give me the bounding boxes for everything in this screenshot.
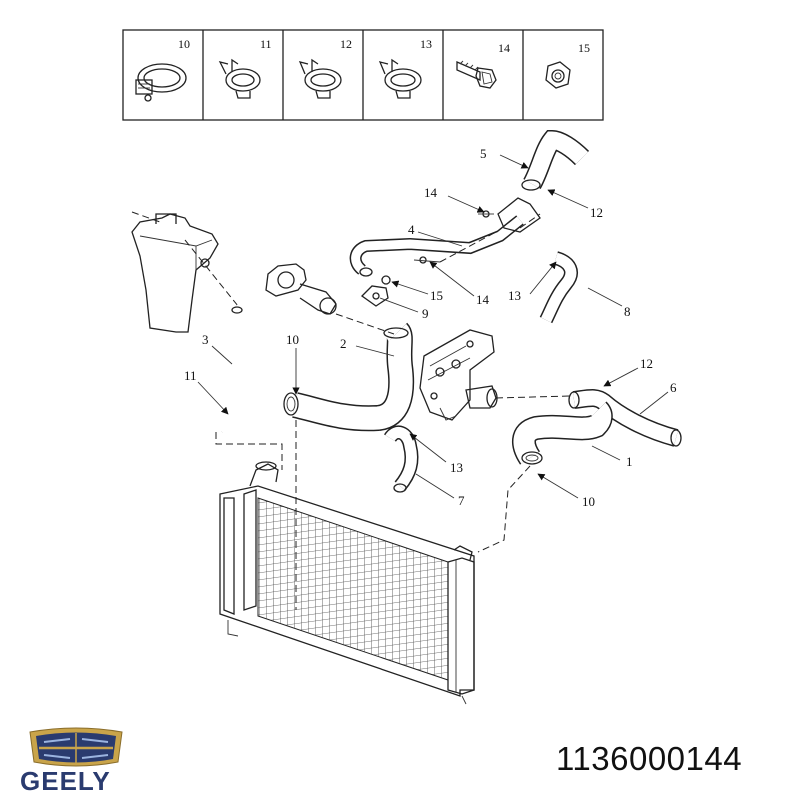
callout-10-left: 10 xyxy=(286,332,299,347)
legend-num-12: 12 xyxy=(340,37,352,51)
legend-num-14: 14 xyxy=(498,41,510,55)
legend-num-11: 11 xyxy=(260,37,272,51)
part-number: 1136000144 xyxy=(556,740,743,777)
pipe-4-bracket xyxy=(349,197,541,277)
hose-8 xyxy=(539,251,578,324)
spring-clamp-icon xyxy=(378,58,422,99)
callout-7: 7 xyxy=(458,493,465,508)
callout-8: 8 xyxy=(624,304,631,319)
hose-1-lower-radiator xyxy=(512,401,613,465)
engine-water-outlet xyxy=(419,329,498,421)
sensor-plate-9 xyxy=(360,275,391,307)
nut-icon xyxy=(545,61,571,89)
callout-10-right: 10 xyxy=(582,494,595,509)
hose-2-upper-radiator xyxy=(283,322,415,432)
callout-5: 5 xyxy=(480,146,487,161)
legend-num-15: 15 xyxy=(578,41,590,55)
callout-6: 6 xyxy=(670,380,677,395)
callout-13-bottom: 13 xyxy=(450,460,463,475)
callout-1: 1 xyxy=(626,454,633,469)
geely-emblem-icon xyxy=(29,727,123,767)
callout-4: 4 xyxy=(408,222,415,237)
callout-2: 2 xyxy=(340,336,347,351)
hose-7 xyxy=(384,425,419,493)
callout-14-top: 14 xyxy=(424,185,438,200)
spring-clamp-icon xyxy=(218,58,261,99)
callout-13-top: 13 xyxy=(508,288,521,303)
legend-table: 10 11 12 13 14 15 xyxy=(122,29,604,121)
callout-12-top: 12 xyxy=(590,205,603,220)
callout-leaders xyxy=(197,154,669,499)
bolt-icon xyxy=(456,60,497,89)
hose-clamp-worm-icon xyxy=(135,63,187,102)
callout-11: 11 xyxy=(184,368,197,383)
legend-num-10: 10 xyxy=(178,37,190,51)
expansion-tank xyxy=(131,213,219,333)
spring-clamp-icon xyxy=(298,58,342,99)
callout-15: 15 xyxy=(430,288,443,303)
hose-5 xyxy=(521,129,590,191)
brand-name: GEELY xyxy=(20,766,111,796)
legend-num-13: 13 xyxy=(420,37,432,51)
callout-3: 3 xyxy=(202,332,209,347)
callout-9: 9 xyxy=(422,306,429,321)
callout-12-right: 12 xyxy=(640,356,653,371)
radiator xyxy=(219,461,475,705)
thermostat-housing xyxy=(265,263,337,315)
hose-6 xyxy=(568,389,682,447)
callout-14-mid: 14 xyxy=(476,292,490,307)
hose-3-overflow xyxy=(220,303,244,435)
